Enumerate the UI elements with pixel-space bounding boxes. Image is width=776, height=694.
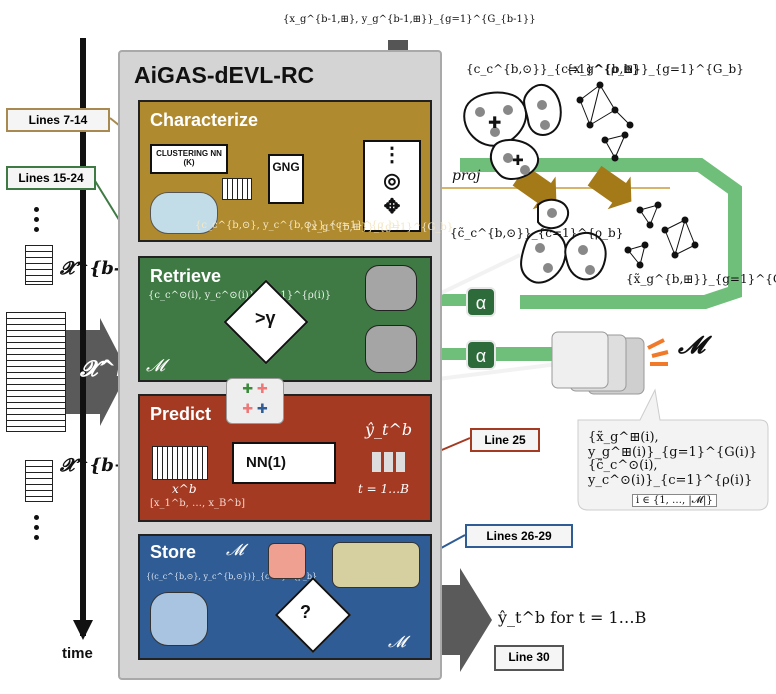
nn1-box: NN(1) <box>232 442 336 484</box>
ellipsis-dot <box>34 515 39 520</box>
cluster-tilde-3 <box>537 198 570 230</box>
line-ref-store: Lines 26-29 <box>465 524 573 548</box>
memory-callout <box>577 388 769 511</box>
memory-label-retrieve: 𝓜 <box>146 356 166 376</box>
plus-icon-pink: ✚ <box>256 381 268 396</box>
time-label: time <box>62 645 93 662</box>
alpha-block-1: α <box>466 287 496 317</box>
cluster-blob-3 <box>523 83 562 136</box>
predictions-icon <box>372 452 408 472</box>
batch-prev-stack <box>25 245 53 285</box>
line-ref-characterize: Lines 7-14 <box>6 108 110 132</box>
line-ref-predict: Line 25 <box>470 428 540 452</box>
c-tilde-set: {c̃_c^{b,⊙}}_{c=1}^{ρ_b} <box>450 226 624 240</box>
cluster-blob-1: ✚ <box>463 91 527 147</box>
svg-text:✚: ✚ <box>488 113 501 132</box>
store-set-label: {(c_c^{b,⊙}, y_c^{b,⊙})}_{c=1}^{ρ_b} <box>146 572 318 581</box>
x-tilde-set: {x̃_g^{b,⊞}}_{g=1}^{G_b} <box>626 272 776 286</box>
output-label: ŷ_t^b for t = 1…B <box>498 608 647 627</box>
clustering-box: CLUSTERING NN (K) <box>150 144 228 174</box>
batch-next-stack <box>25 460 53 502</box>
graph-cluster-1 <box>576 81 634 129</box>
ellipsis-dot <box>34 217 39 222</box>
gng-box: GNG <box>268 154 304 204</box>
svg-text:✚: ✚ <box>512 153 524 169</box>
retrieved-set: {c_c^⊙(i), y_c^⊙(i)}_{c=1}^{ρ(i)} <box>148 290 332 301</box>
stage-title-retrieve: Retrieve <box>150 266 222 286</box>
memory-label-right: 𝓜 <box>678 330 705 359</box>
characterize-clusters <box>150 192 218 234</box>
proj-label: proj <box>452 168 481 184</box>
feedback-loop-arrow <box>460 158 742 309</box>
memory-label-store: 𝓜 <box>226 540 244 559</box>
plus-icon-green: ✚ <box>242 381 254 396</box>
characterize-batch <box>222 178 252 200</box>
x-list-label: [x_1^b, …, x_B^b] <box>150 498 246 509</box>
line-ref-retrieve: Lines 15-24 <box>6 166 96 190</box>
stage-title-characterize: Characterize <box>150 110 259 130</box>
time-axis-arrowhead <box>73 620 93 640</box>
retrieve-clusters-1 <box>365 265 417 311</box>
ellipsis-dot <box>34 227 39 232</box>
memory-index-label: i ∈ {1, …, |𝓜|} <box>632 494 717 507</box>
cluster-tilde-2 <box>564 231 607 281</box>
c-set-characterize: {c_c^{b,⊙}, y_c^{b,⊙}}_{c=1}^{ρ_b} <box>195 220 402 231</box>
c-set-right: {c_c^{b,⊙}}_{c=1}^{ρ_b} <box>466 62 640 76</box>
store-memory-entry <box>268 543 306 579</box>
memory-entry-line-2: {c̃_c^⊙(i), y_c^⊙(i)}_{c=1}^{ρ(i)} <box>588 458 753 488</box>
store-memory-snapshot <box>332 542 420 588</box>
line-ref-output: Line 30 <box>494 645 564 671</box>
gold-arrow-2 <box>587 165 632 210</box>
time-axis <box>80 38 86 636</box>
graph-tilde-2 <box>624 201 662 269</box>
store-query-label: ? <box>300 602 311 622</box>
projection-box: ⋮◎✥ <box>363 140 421 232</box>
ellipsis-dot <box>34 525 39 530</box>
plus-icon-pink: ✚ <box>242 401 254 416</box>
store-clusters <box>150 592 208 646</box>
output-arrow <box>432 568 492 672</box>
memory-entry-line-1: {x̃_g^⊞(i), y_g^⊞(i)}_{g=1}^{G(i)} <box>588 430 758 460</box>
prev-input-set: {x_g^{b-1,⊞}, y_g^{b-1,⊞}}_{g=1}^{G_{b-1… <box>283 14 536 25</box>
memory-icon-right <box>647 338 669 366</box>
stage-title-predict: Predict <box>150 404 212 424</box>
memory-label-store-out: 𝓜 <box>388 632 406 651</box>
graph-tilde-1 <box>661 216 699 259</box>
threshold-label: >γ <box>255 308 276 328</box>
stage-title-store: Store <box>150 542 197 562</box>
projection-icon: ⋮◎✥ <box>382 144 402 218</box>
main-title: AiGAS-dEVL-RC <box>134 62 315 88</box>
batch-current-stack <box>6 312 66 432</box>
retrieved-labels-card: ✚ ✚✚ ✚ <box>226 378 284 424</box>
x-b-label: x^b <box>172 482 197 496</box>
t-range-label: t = 1…B <box>358 482 409 496</box>
y-hat-label: ŷ_t^b <box>365 420 413 439</box>
memory-cards <box>551 331 645 395</box>
x-set-right: {x_g^{b,⊞}}_{g=1}^{G_b} <box>566 62 744 76</box>
retrieve-clusters-2 <box>365 325 417 373</box>
alpha-block-2: α <box>466 340 496 370</box>
graph-cluster-2 <box>601 131 629 162</box>
cluster-tilde-1 <box>520 229 567 284</box>
ellipsis-dot <box>34 535 39 540</box>
x-set-characterize: {x_g^{b,⊞}}_{g=1}^{G_b} <box>305 222 454 233</box>
ellipsis-dot <box>34 207 39 212</box>
plus-icon-blue: ✚ <box>256 401 268 416</box>
cluster-blob-2: ✚ <box>489 138 539 180</box>
predict-batch <box>152 446 208 480</box>
